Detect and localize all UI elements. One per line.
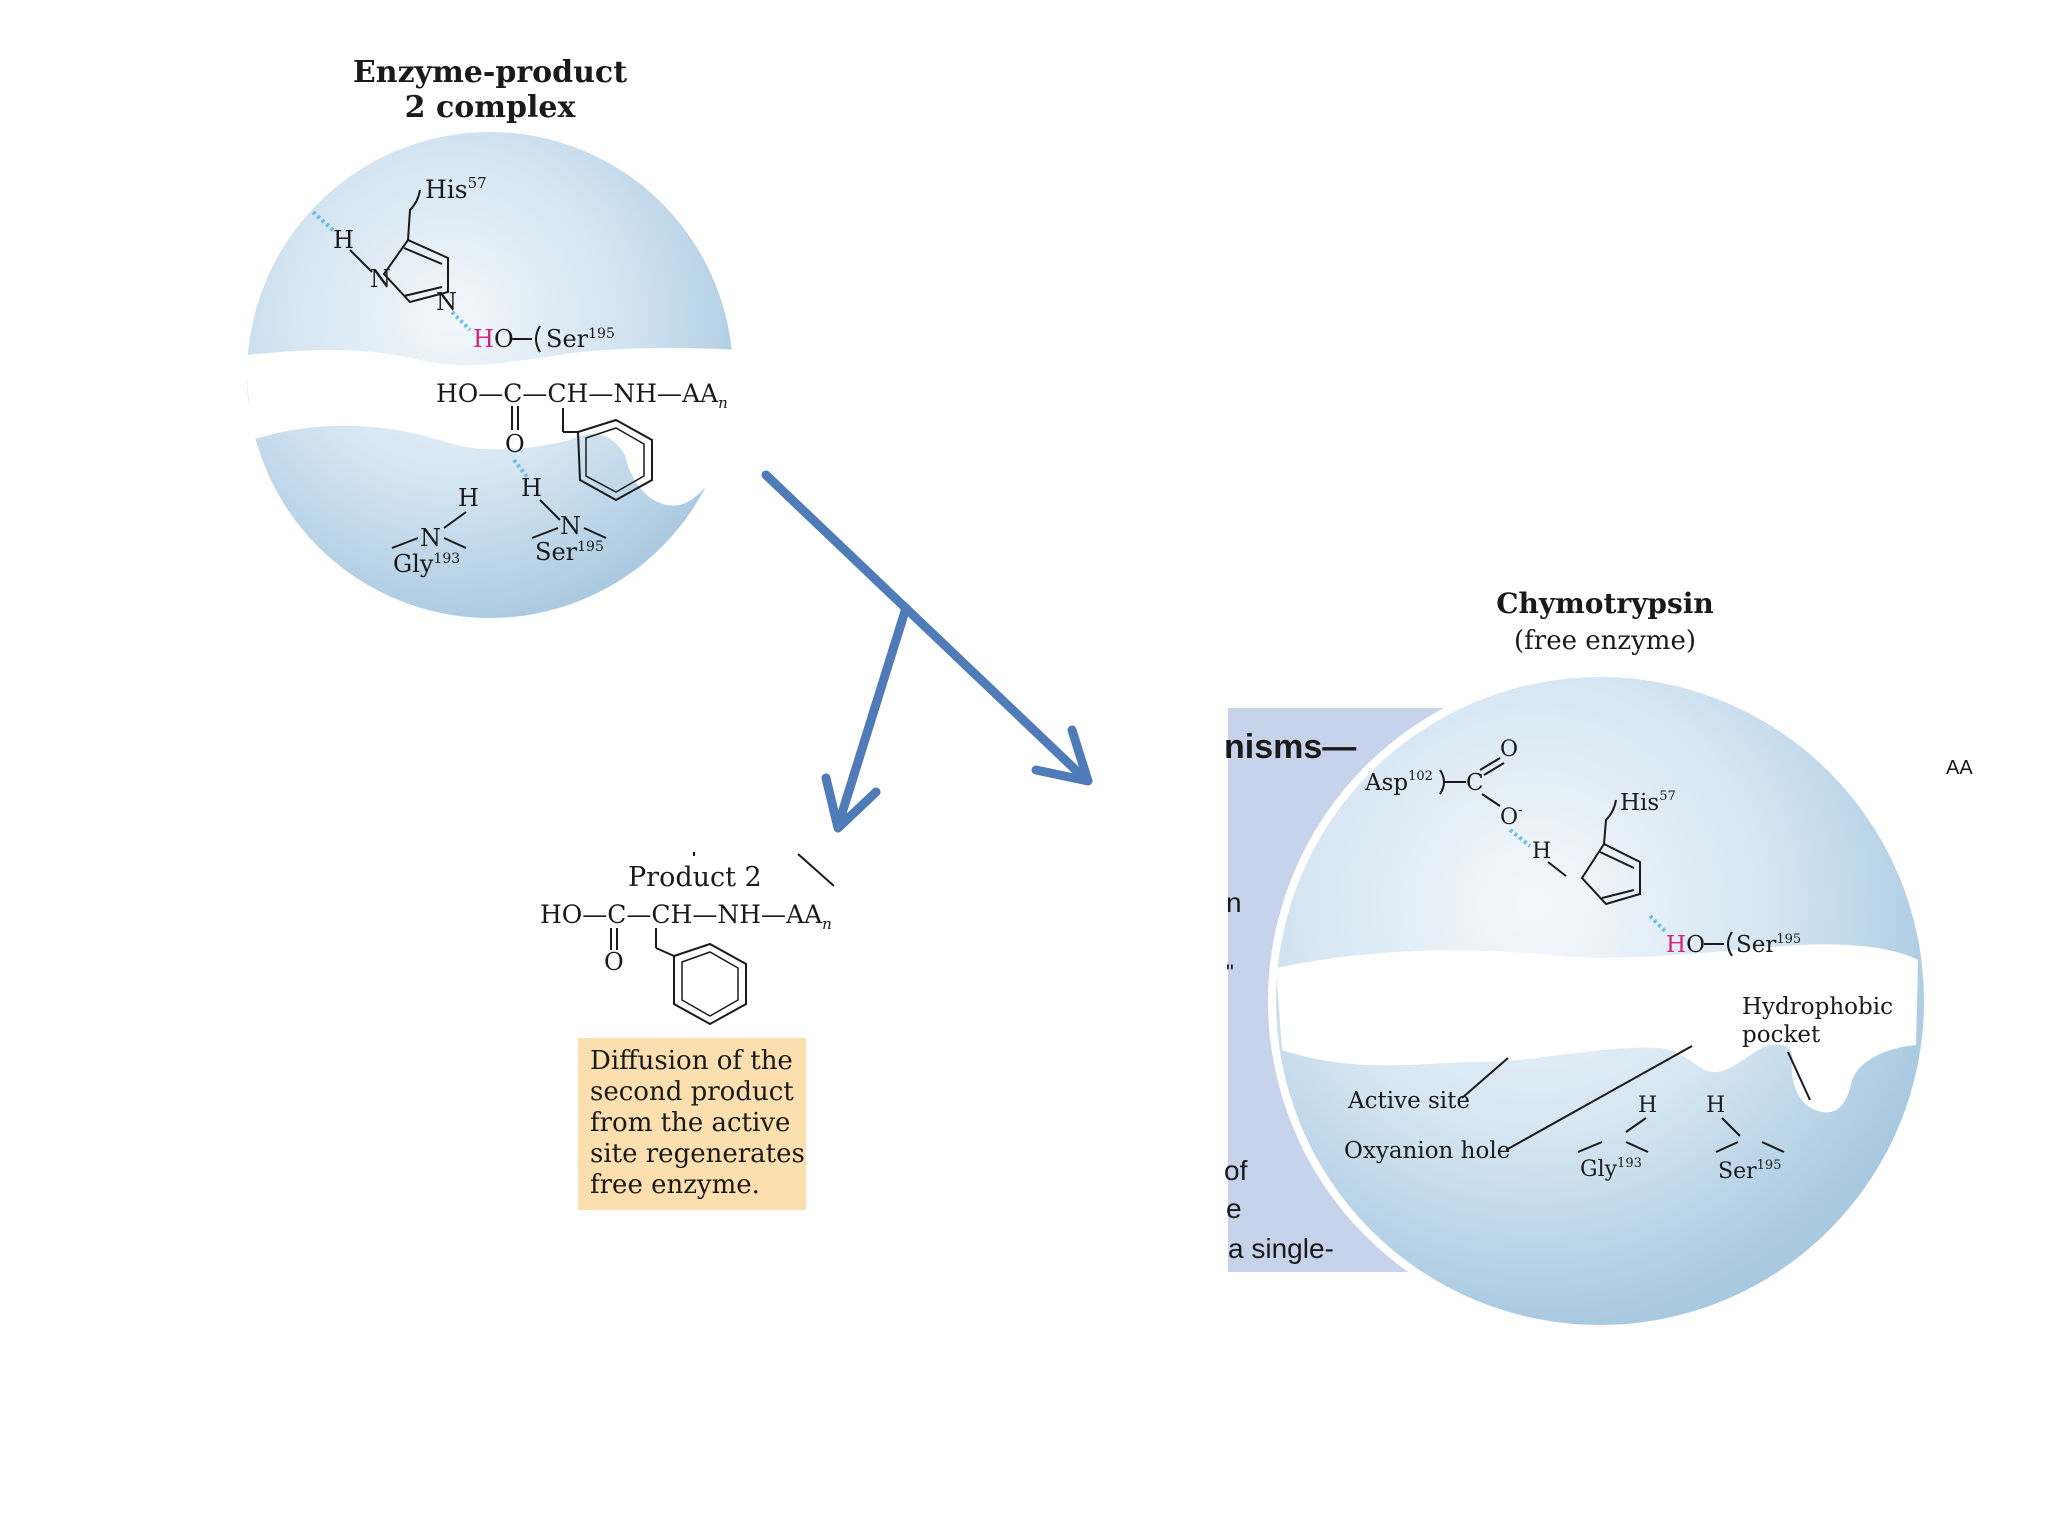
asp102-label: Asp102	[1364, 769, 1433, 796]
hbond-top	[311, 210, 337, 234]
ser195-nh-h: H	[1706, 1093, 1725, 1118]
enzyme-product-complex: His57 N N H HO Ser195 HO—C—CH—NH—AAn O	[245, 132, 745, 618]
gly193-h: H	[458, 484, 479, 512]
carbonyl-o: O	[505, 430, 525, 458]
svg-text:a single-: a single-	[1228, 1233, 1334, 1264]
active-site-label: Active site	[1347, 1088, 1470, 1114]
diffusion-caption: Diffusion of the second product from the…	[578, 1038, 806, 1210]
imidazole-n1: N	[370, 265, 391, 293]
imidazole-h: H	[333, 226, 354, 254]
his57-label: His57	[1620, 789, 1676, 816]
hbond-asp-his	[1508, 828, 1532, 848]
ser195-n: N	[560, 512, 581, 540]
caption-line: site regenerates	[590, 1139, 805, 1169]
gly193-n: N	[420, 524, 441, 552]
enzyme-product-title-line1: Enzyme-product	[352, 55, 628, 90]
active-site-pointer	[1461, 1057, 1509, 1099]
substrate-cleft	[245, 348, 745, 506]
oxyanion-hole-pointer	[1505, 1045, 1693, 1151]
enzyme-product-title: Enzyme-product 2 complex	[330, 55, 650, 125]
product2-structure: Product 2 HO—C—CH—NH—AAn O	[540, 852, 835, 1026]
ser195-nh-h: H	[521, 474, 542, 502]
product2-label: Product 2	[628, 862, 762, 893]
arrow-branch-shaft	[833, 603, 911, 831]
arrow-branch-head	[821, 773, 881, 833]
imidazole-n2: N	[436, 288, 457, 316]
ser195-label: Ser195	[546, 325, 615, 353]
ser195-backbone-label: Ser195	[1718, 1158, 1781, 1184]
gly193-h: H	[1638, 1093, 1657, 1118]
gly193-label: Gly193	[1580, 1156, 1642, 1182]
chymotrypsin-title: Chymotrypsin	[1496, 587, 1714, 620]
hbond-oxyanion	[512, 458, 530, 480]
hydrophobic-pocket-label-line2: pocket	[1742, 1022, 1821, 1048]
imidazole-ring	[382, 238, 449, 304]
caption-line: second product	[590, 1077, 794, 1107]
his57-label: His57	[425, 174, 487, 204]
ser195-label: Ser195	[1736, 932, 1801, 958]
svg-text:n: n	[1226, 887, 1242, 918]
active-site-cleft	[1276, 944, 1918, 1113]
hbond-his-ser	[450, 310, 472, 332]
svg-text:of: of	[1224, 1155, 1248, 1186]
product2-benzene-ring	[673, 942, 747, 1026]
substrate-chain: HO—C—CH—NH—AAn	[436, 379, 728, 412]
hydrophobic-pocket-label: Hydrophobic	[1742, 994, 1893, 1020]
hydrophobic-pocket-pointer	[1787, 1051, 1811, 1101]
oxyanion-hole-label: Oxyanion hole	[1344, 1138, 1510, 1164]
ser195-hydroxyl: HO	[1666, 932, 1705, 958]
asp102-o-minus: O-	[1500, 802, 1523, 830]
ser195-backbone-label: Ser195	[535, 538, 604, 566]
ser195-hydroxyl: HO	[473, 325, 514, 353]
caption-line: from the active	[590, 1108, 791, 1138]
his57-bond	[407, 189, 421, 241]
asp102-o-top: O	[1500, 737, 1518, 762]
his57-nh-h: H	[1532, 839, 1551, 864]
caption-line: free enzyme.	[590, 1170, 760, 1200]
enzyme-product-title-line2: 2 complex	[404, 89, 576, 125]
right-edge-fragment: AA	[1946, 757, 1973, 779]
chymotrypsin-subtitle: (free enzyme)	[1514, 626, 1696, 656]
arrow-main-head	[1031, 725, 1093, 786]
page-fragment-heading: nisms—	[1224, 728, 1356, 766]
imidazole-ring	[1580, 842, 1641, 906]
product2-carbonyl-o: O	[604, 948, 624, 976]
arrow-main-shaft	[761, 470, 1087, 781]
reaction-arrows	[761, 470, 1093, 833]
svg-text:": "	[1226, 960, 1234, 985]
caption-line: Diffusion of the	[590, 1046, 793, 1076]
benzene-ring	[576, 418, 653, 502]
chymotrypsin-free-enzyme: nisms— n " of e a single- Asp102 C O O- …	[1224, 669, 1973, 1333]
asp102-c: C	[1466, 770, 1484, 796]
gly193-label: Gly193	[393, 550, 460, 578]
hbond-his-ser	[1648, 914, 1668, 934]
product2-chain: HO—C—CH—NH—AAn	[540, 900, 832, 933]
svg-text:e: e	[1226, 1193, 1242, 1224]
